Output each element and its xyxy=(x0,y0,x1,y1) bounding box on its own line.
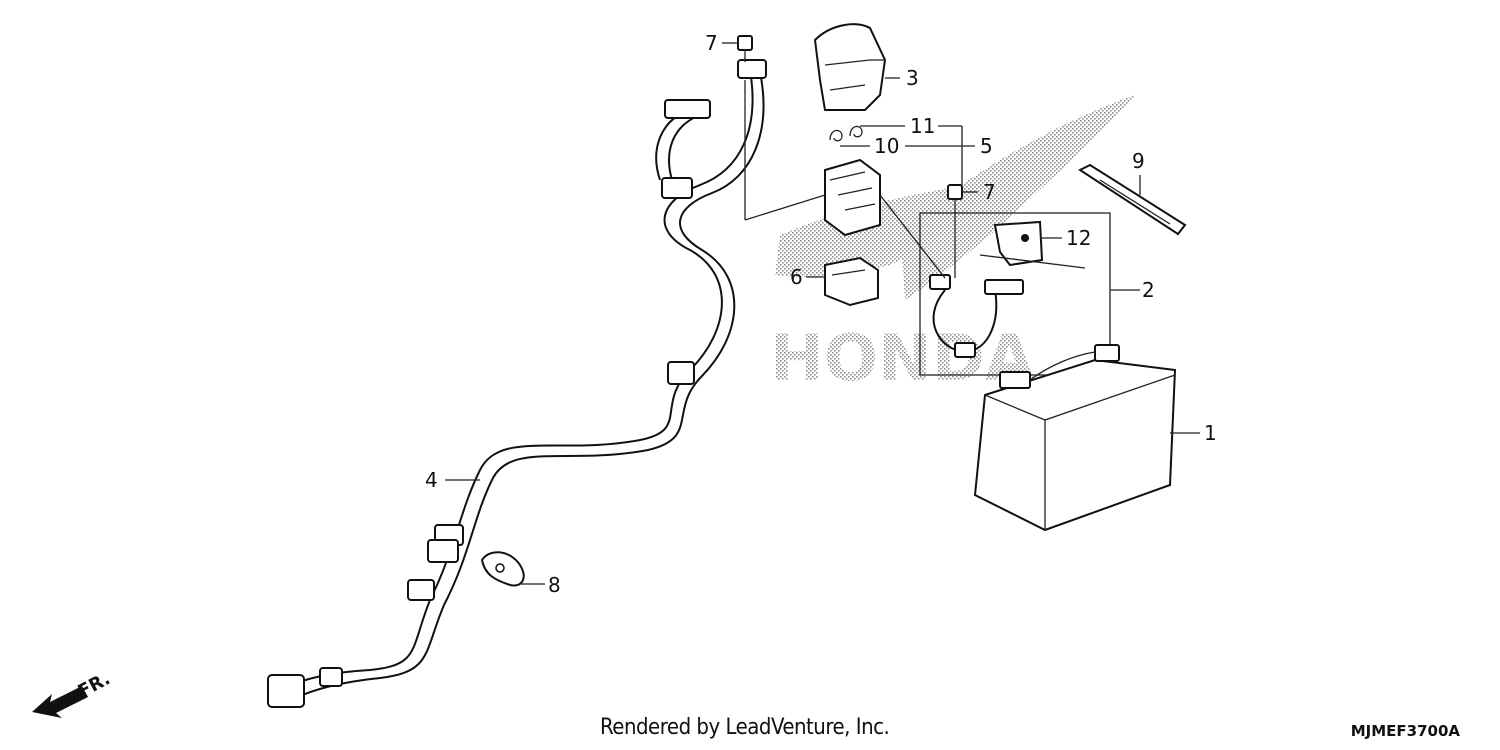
front-direction-arrow: FR. xyxy=(32,668,114,718)
relay-boot-part-6 xyxy=(824,256,879,307)
starter-relay xyxy=(744,80,881,237)
cable-assembly-part-2 xyxy=(879,184,1140,376)
leader-lines xyxy=(445,42,1200,585)
bolt-part-7-top xyxy=(737,35,753,62)
callout-11: 11 xyxy=(910,114,935,138)
diagram-code: MJMEF3700A xyxy=(1350,722,1460,740)
callout-7-top: 7 xyxy=(705,31,718,55)
callout-1: 1 xyxy=(1204,421,1217,445)
callout-10: 10 xyxy=(874,134,899,158)
callout-6: 6 xyxy=(790,265,803,289)
clip-parts-10-11 xyxy=(829,125,863,142)
battery-strap-part-9 xyxy=(1077,163,1187,236)
clamp-part-8 xyxy=(480,551,525,587)
callout-9: 9 xyxy=(1132,149,1145,173)
terminal-cover-part-3 xyxy=(813,23,887,111)
watermark-text: HONDA xyxy=(770,322,1035,396)
callout-3: 3 xyxy=(906,66,919,90)
bracket-part-12 xyxy=(979,220,1086,269)
battery-part-1 xyxy=(973,344,1177,532)
callout-7-mid: 7 xyxy=(983,180,996,204)
callout-8: 8 xyxy=(548,573,561,597)
callout-12: 12 xyxy=(1066,226,1091,250)
callout-5: 5 xyxy=(980,134,993,158)
harness-cable-part-4 xyxy=(267,59,767,708)
callout-4: 4 xyxy=(425,468,438,492)
callout-2: 2 xyxy=(1142,278,1155,302)
callout-numbers: 7 3 11 10 5 7 9 12 6 2 1 4 8 xyxy=(425,31,1217,597)
render-credit: Rendered by LeadVenture, Inc. xyxy=(600,715,890,740)
